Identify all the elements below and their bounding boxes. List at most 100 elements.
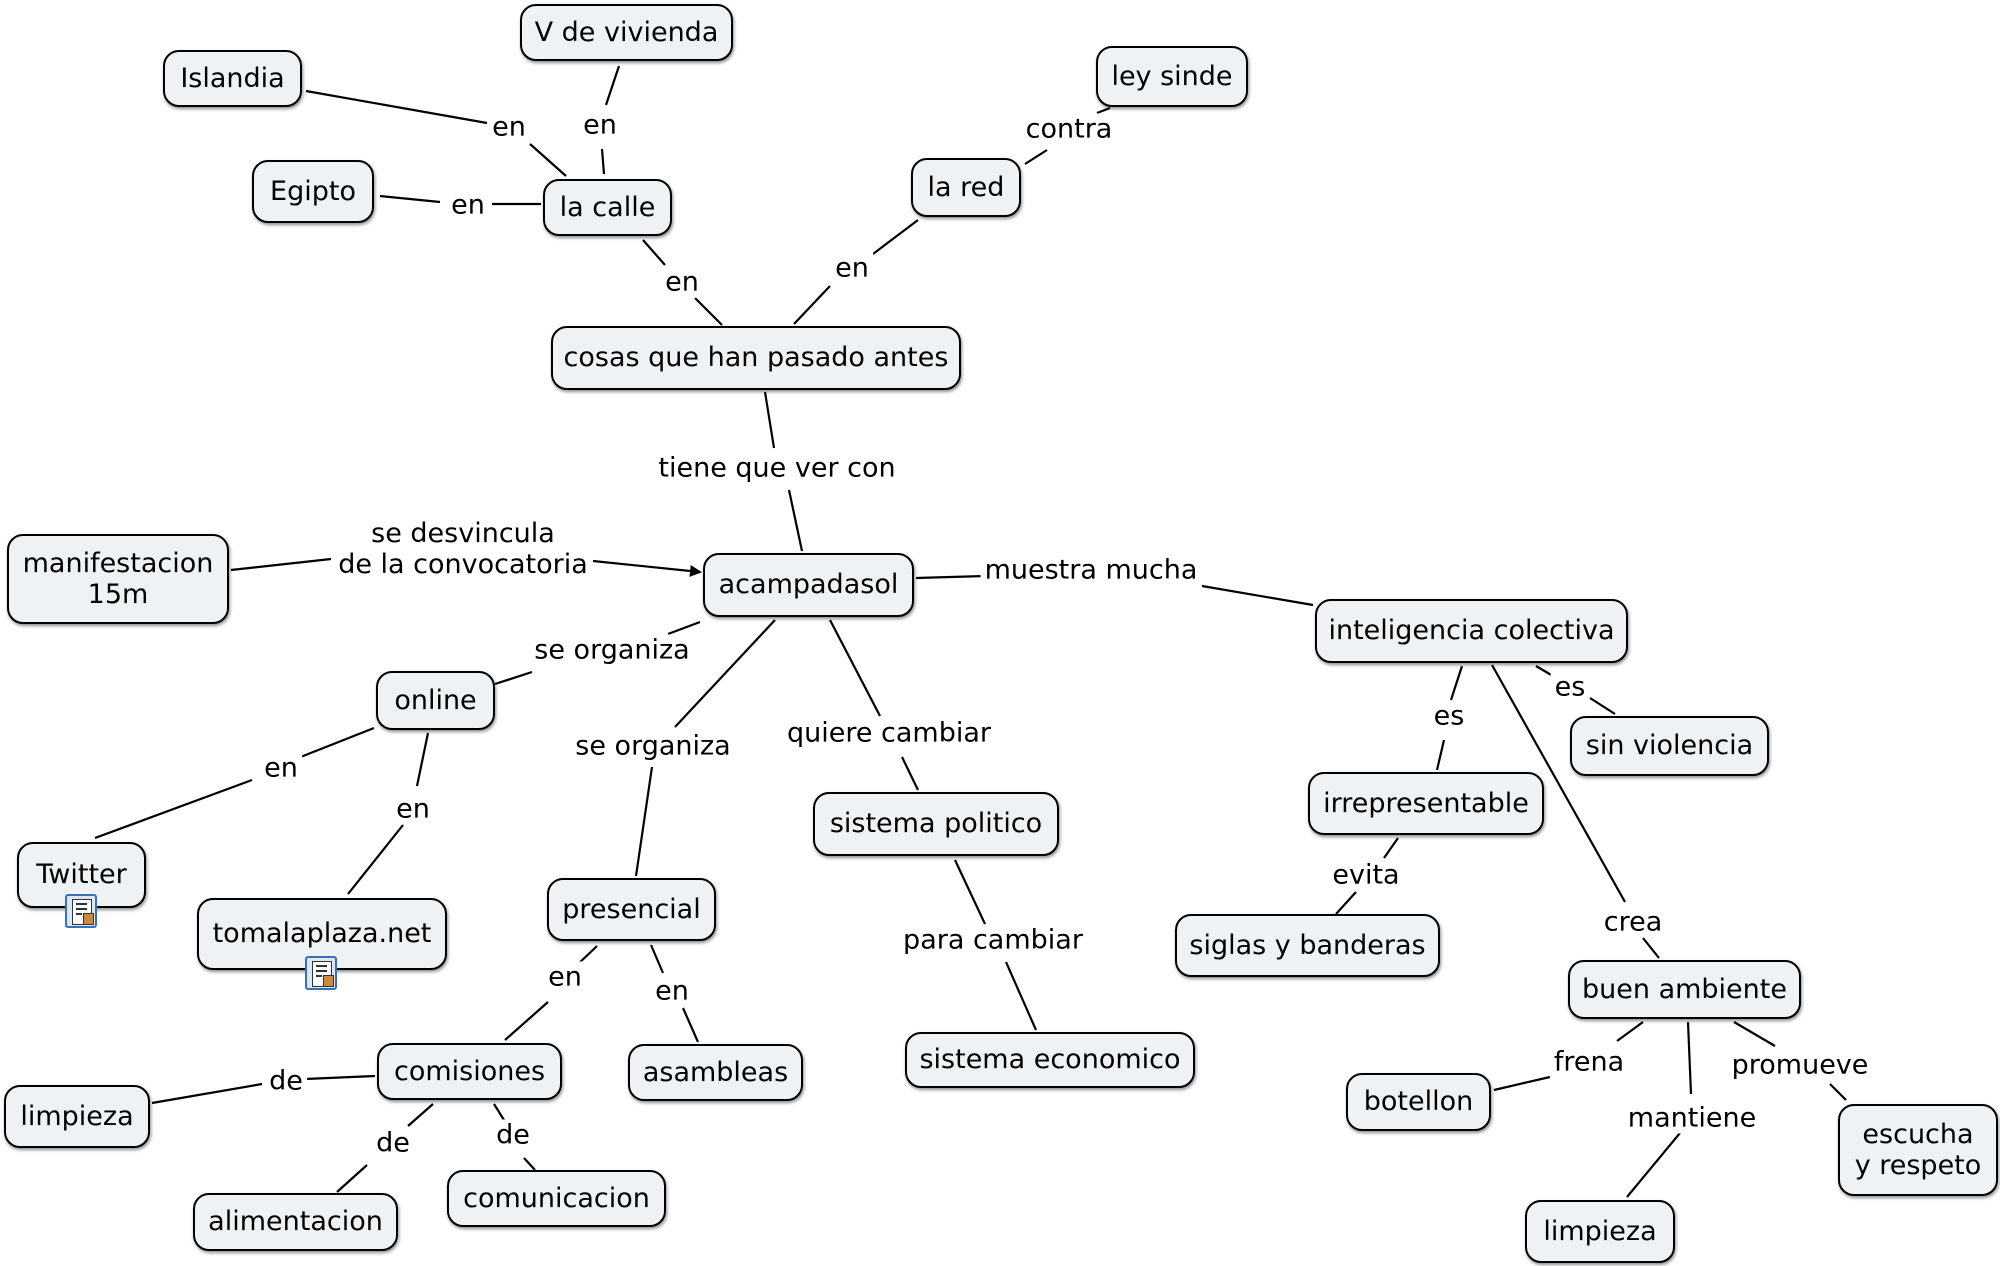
link-label-crea: crea	[1599, 906, 1667, 938]
edge-egipto-en	[379, 194, 441, 204]
edge-acampada-seorg1	[667, 620, 701, 636]
edge-de-limpieza	[151, 1082, 263, 1105]
edge-crea-buen	[1642, 937, 1660, 959]
edge-comisiones-de-c	[493, 1103, 505, 1121]
edge-en-twitter	[94, 778, 253, 840]
node-islandia[interactable]: Islandia	[163, 50, 302, 107]
edge-buen-frena	[1616, 1021, 1644, 1042]
node-online[interactable]: online	[376, 671, 495, 730]
edge-en-lacalle-b	[600, 148, 606, 175]
edge-intel-crea	[1491, 664, 1626, 903]
node-limpieza-ambiente[interactable]: limpieza	[1525, 1200, 1675, 1263]
link-label-se-organiza-presencial: se organiza	[571, 730, 735, 762]
node-irrepresentable[interactable]: irrepresentable	[1308, 772, 1544, 835]
edge-presencial-en-as	[649, 944, 665, 974]
edge-intel-es-irr	[1449, 665, 1464, 701]
node-la-calle[interactable]: la calle	[543, 179, 672, 236]
node-sistema-economico[interactable]: sistema economico	[905, 1032, 1195, 1088]
node-inteligencia-colectiva[interactable]: inteligencia colectiva	[1315, 599, 1628, 663]
node-egipto[interactable]: Egipto	[252, 160, 374, 223]
link-label-de-alimentacion: de	[372, 1127, 414, 1159]
node-buen-ambiente[interactable]: buen ambiente	[1568, 960, 1801, 1019]
node-cosas-que-han-pasado[interactable]: cosas que han pasado antes	[551, 326, 961, 390]
edge-lacalle-en	[642, 239, 666, 266]
edge-label-acampada	[592, 559, 702, 577]
edge-en-cosas-b	[793, 285, 831, 325]
edge-acampada-muestra	[915, 574, 986, 580]
link-label-es-sin-violencia: es	[1550, 671, 1590, 703]
edge-online-en-tw	[297, 726, 375, 760]
edge-mantiene-limpieza	[1626, 1132, 1681, 1198]
link-label-en-islandia: en	[488, 111, 530, 143]
node-escucha-y-respeto[interactable]: escucha y respeto	[1838, 1104, 1998, 1196]
link-label-en-red: en	[831, 252, 873, 284]
edge-quiere-sistema	[901, 756, 919, 791]
node-presencial[interactable]: presencial	[547, 878, 716, 941]
edge-buen-promueve	[1733, 1021, 1776, 1047]
link-label-se-desvincula: se desvincula de la convocatoria	[334, 517, 592, 581]
edge-lared-en	[872, 219, 919, 255]
node-sistema-politico[interactable]: sistema politico	[813, 792, 1059, 856]
link-label-es-irrepresentable: es	[1429, 700, 1469, 732]
edge-seorg1-online	[494, 670, 533, 686]
edge-muestra-intel	[1201, 584, 1314, 607]
link-label-de-limpieza: de	[265, 1065, 307, 1097]
edge-tiene-acampada	[787, 489, 804, 552]
node-ley-sinde[interactable]: ley sinde	[1096, 46, 1248, 107]
link-label-quiere-cambiar: quiere cambiar	[782, 717, 996, 749]
link-label-en-egipto: en	[447, 189, 489, 221]
node-botellon[interactable]: botellon	[1346, 1073, 1491, 1131]
edge-cosas-tiene	[763, 391, 776, 449]
edge-seorg2-presencial	[634, 766, 654, 877]
edge-acampada-quiere	[829, 619, 881, 717]
link-label-en-tomalaplaza: en	[392, 793, 434, 825]
edge-en-cosas-a	[694, 297, 723, 326]
edge-manif-label	[230, 557, 332, 572]
link-label-para-cambiar: para cambiar	[899, 924, 1087, 956]
edge-buen-mantiene	[1686, 1021, 1693, 1095]
edge-vivienda-en	[604, 65, 621, 106]
edge-en-asambleas	[681, 1007, 700, 1043]
node-limpieza-comisiones[interactable]: limpieza	[4, 1085, 150, 1148]
link-label-promueve: promueve	[1727, 1049, 1873, 1081]
node-comisiones[interactable]: comisiones	[377, 1043, 562, 1100]
edge-acampada-seorg2	[674, 619, 776, 728]
document-link-icon[interactable]	[305, 956, 337, 990]
node-comunicacion[interactable]: comunicacion	[447, 1170, 666, 1227]
node-alimentacion[interactable]: alimentacion	[193, 1193, 398, 1251]
link-label-evita: evita	[1328, 859, 1404, 891]
edge-frena-botellon	[1493, 1075, 1551, 1092]
edge-comisiones-de-l	[304, 1074, 376, 1081]
link-label-de-comunicacion: de	[492, 1119, 534, 1151]
link-label-en-asambleas: en	[651, 975, 693, 1007]
node-twitter[interactable]: Twitter	[17, 842, 146, 908]
edge-evita-siglas	[1335, 891, 1357, 915]
node-manifestacion-15m[interactable]: manifestacion 15m	[7, 534, 229, 624]
node-la-red[interactable]: la red	[911, 158, 1021, 217]
edge-leysinde-contra	[1096, 106, 1111, 115]
node-acampadasol[interactable]: acampadasol	[703, 553, 914, 617]
edge-irr-evita	[1383, 837, 1399, 859]
document-link-icon[interactable]	[65, 894, 97, 928]
link-label-se-organiza-online: se organiza	[530, 634, 694, 666]
link-label-en-calle: en	[661, 266, 703, 298]
edge-de-alimentacion	[336, 1164, 368, 1193]
edge-promueve-escucha	[1829, 1083, 1847, 1101]
link-label-muestra-mucha: muestra mucha	[980, 554, 1202, 586]
edge-de-comunicacion	[523, 1157, 536, 1171]
edge-sistema-para	[954, 859, 986, 925]
edge-online-en-tp	[415, 732, 430, 787]
node-sin-violencia[interactable]: sin violencia	[1570, 716, 1769, 776]
node-siglas-y-banderas[interactable]: siglas y banderas	[1175, 914, 1440, 977]
node-asambleas[interactable]: asambleas	[628, 1044, 803, 1101]
edge-comisiones-de-a	[407, 1103, 434, 1127]
edge-en-lacalle-a	[529, 143, 567, 177]
link-label-frena: frena	[1549, 1046, 1629, 1078]
edge-en-comisiones	[504, 1001, 549, 1041]
link-label-contra: contra	[1021, 113, 1117, 145]
edge-islandia-en	[305, 89, 488, 125]
node-v-de-vivienda[interactable]: V de vivienda	[520, 4, 733, 61]
link-label-mantiene: mantiene	[1623, 1102, 1761, 1134]
